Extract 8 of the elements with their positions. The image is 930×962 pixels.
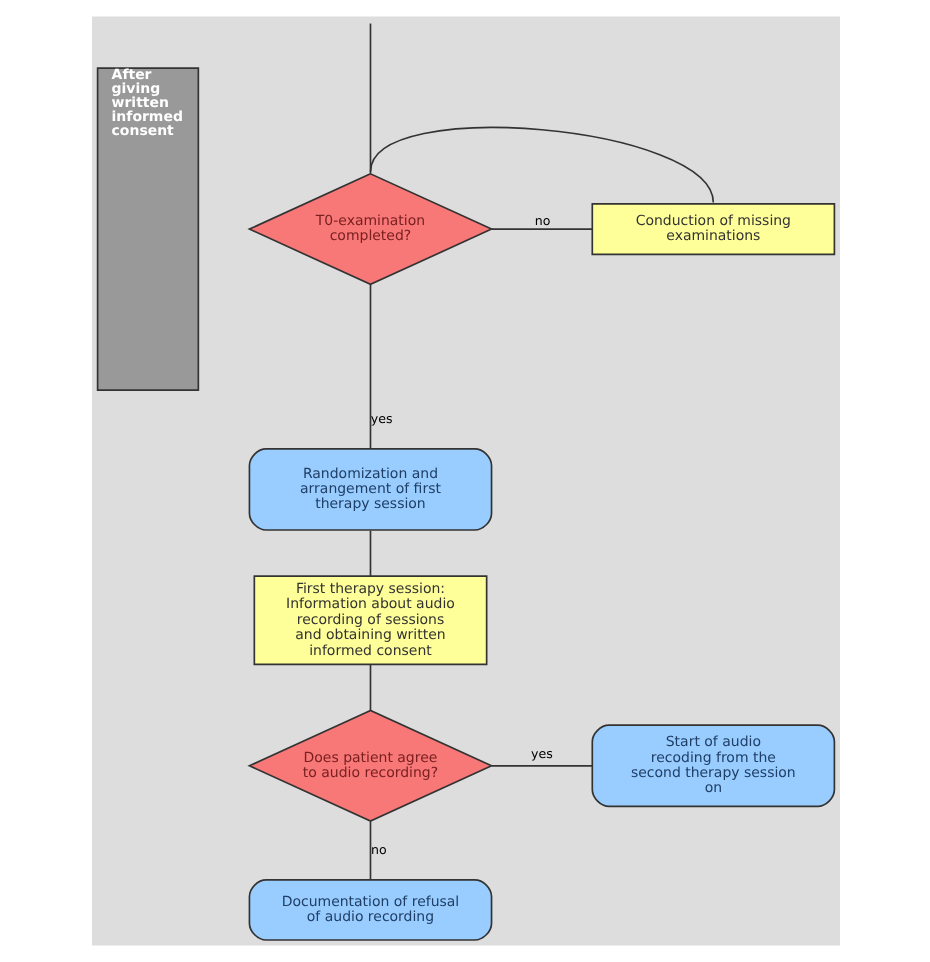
connector — [490, 764, 592, 767]
connector — [368, 820, 371, 881]
connector — [368, 22, 371, 175]
connector — [368, 126, 714, 204]
connector — [368, 283, 371, 450]
connector — [368, 663, 371, 712]
connector — [368, 529, 371, 577]
connector — [489, 228, 592, 230]
